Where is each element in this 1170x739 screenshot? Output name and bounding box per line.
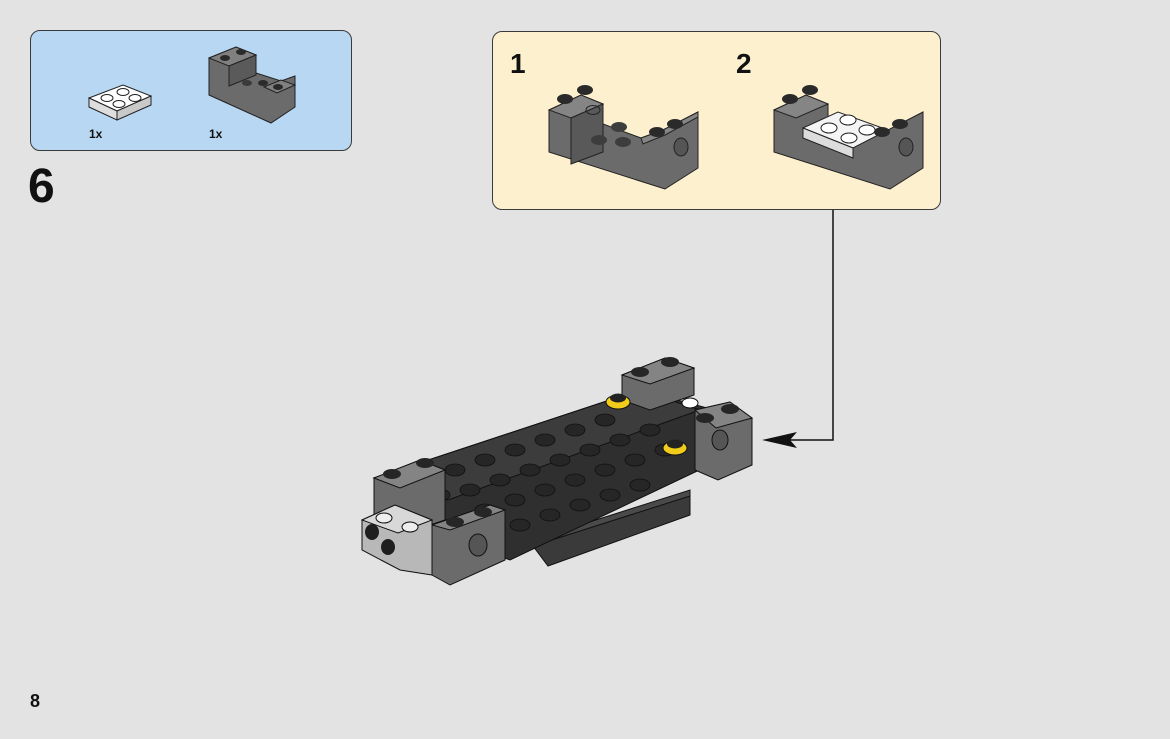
substep-1-brick-icon	[547, 85, 699, 190]
parts-list-box: 1x 1x	[30, 30, 352, 151]
subassembly-box: 1 2	[492, 31, 941, 210]
white-plate-2x2-icon	[87, 84, 153, 121]
part-count-technic-brick: 1x	[209, 127, 223, 141]
substep-2-brick-with-plate-icon	[772, 85, 924, 190]
substep-number-2: 2	[736, 48, 752, 79]
dark-gray-technic-brick-u-icon	[207, 46, 297, 124]
substep-number-1: 1	[510, 48, 526, 79]
subassembly-illustration	[547, 85, 924, 190]
yellow-stud-icon	[605, 393, 688, 456]
step-number: 6	[28, 160, 55, 213]
page-number: 8	[30, 691, 41, 711]
part-count-white-plate: 1x	[89, 127, 103, 141]
parts-list-illustration	[87, 46, 297, 124]
